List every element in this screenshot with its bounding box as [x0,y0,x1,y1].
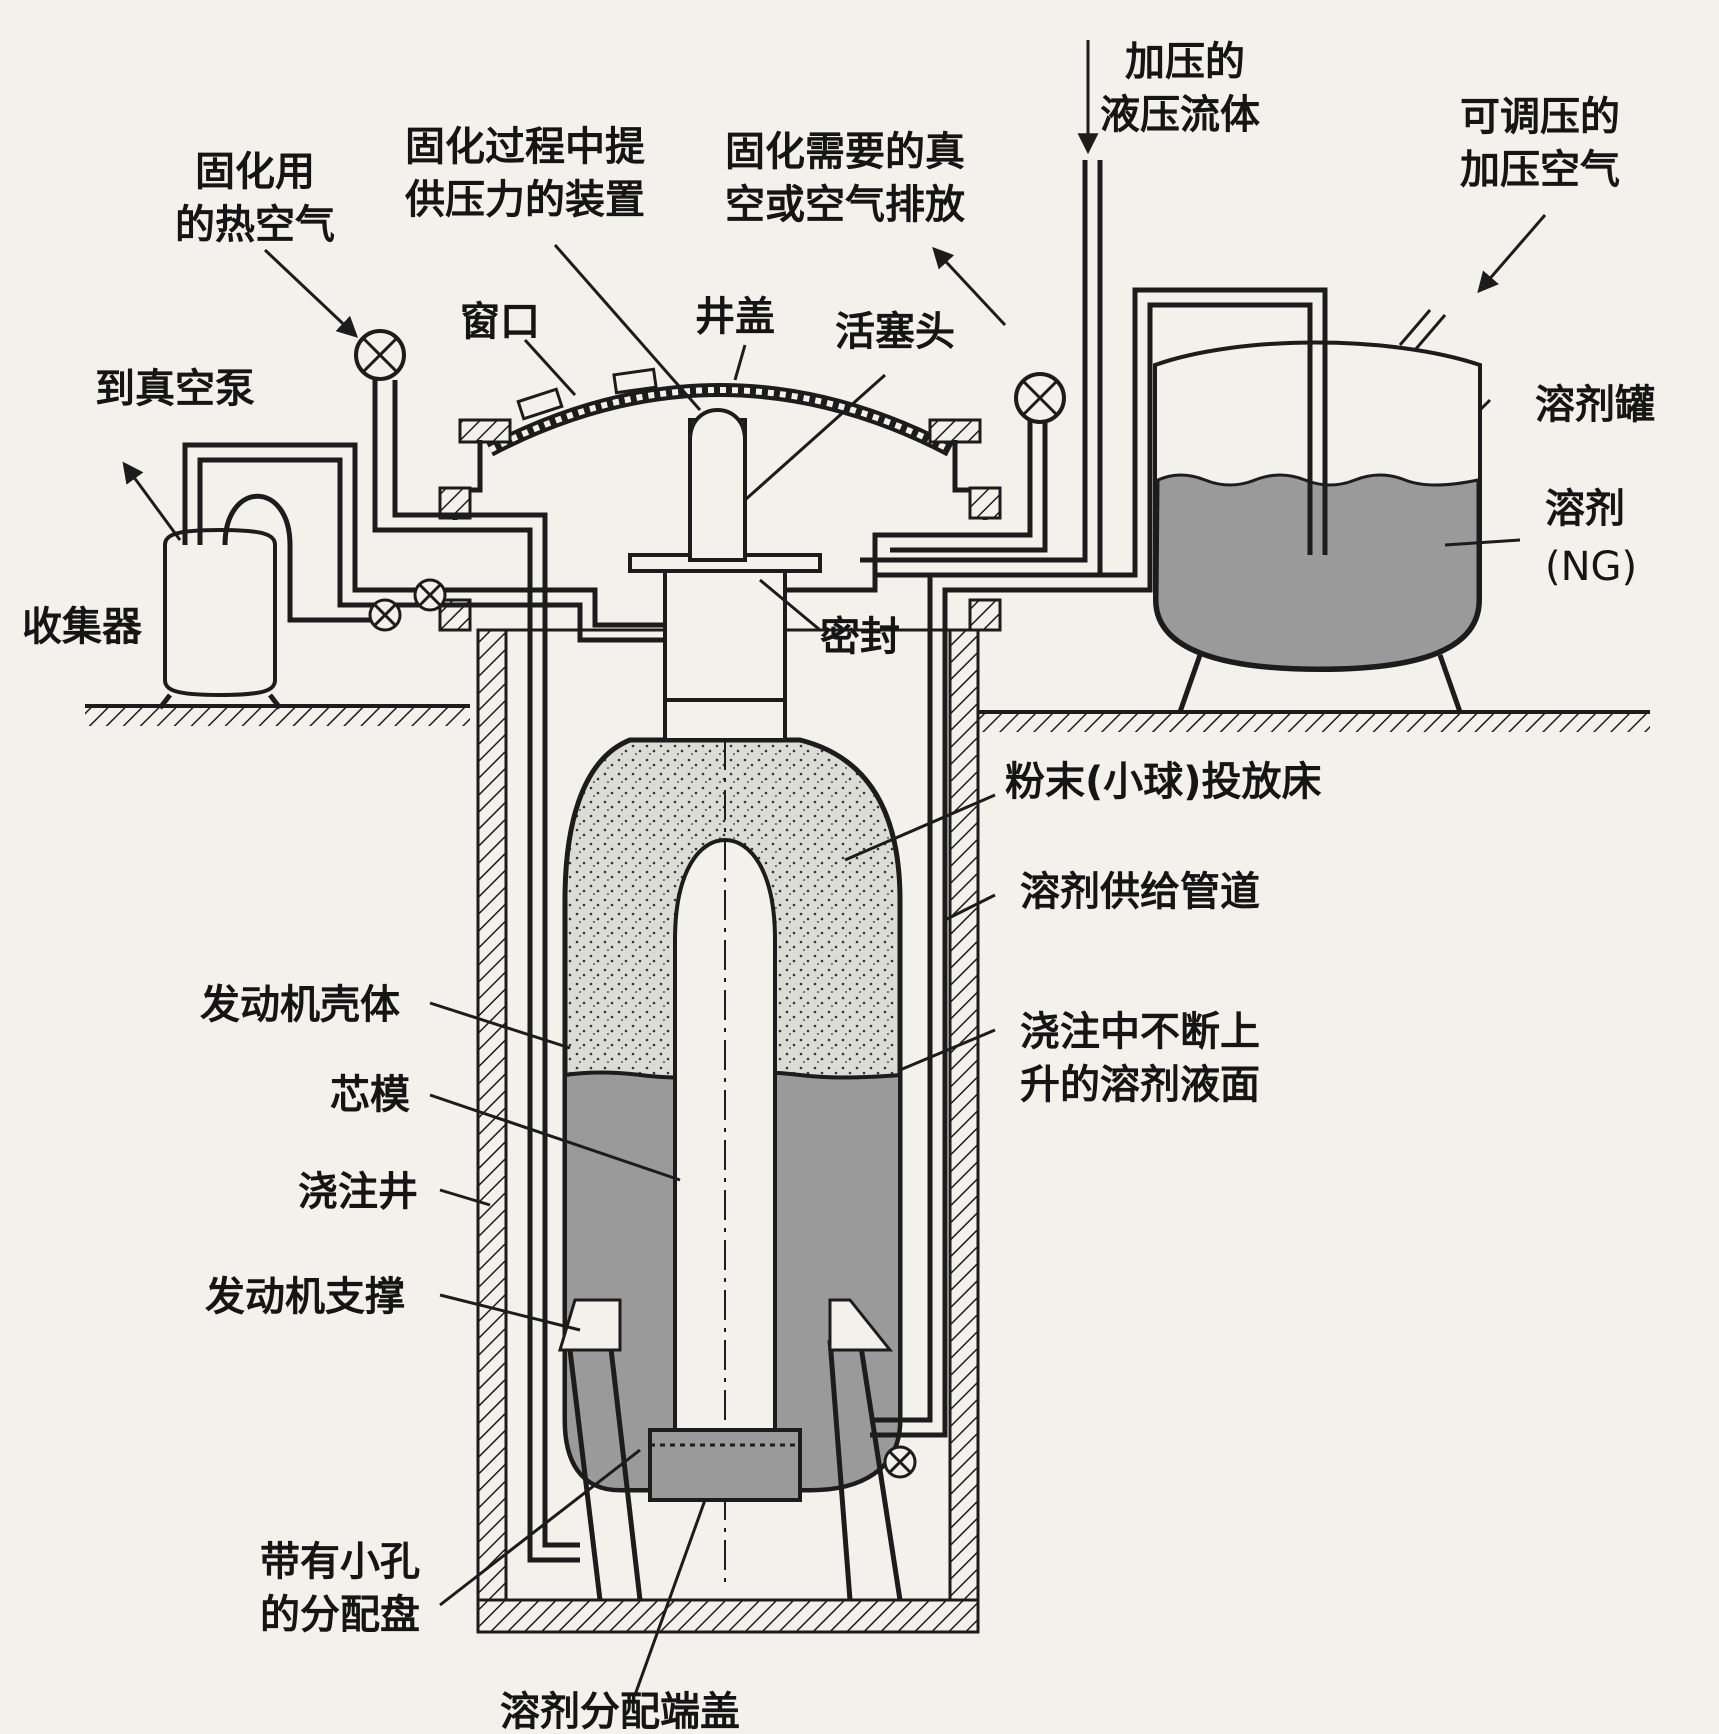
label-rising-level-2: 升的溶剂液面 [1020,1062,1260,1108]
label-solvent-supply-pipe: 溶剂供给管道 [1020,869,1260,915]
well-cover [438,383,1002,632]
label-powder-bed: 粉末(小球)投放床 [1005,759,1322,805]
label-collector: 收集器 [22,604,143,650]
label-casting-pit: 浇注井 [298,1169,418,1215]
label-pressure-device-2: 供压力的装置 [405,177,645,223]
label-distribution-plate-2: 的分配盘 [260,1592,420,1638]
flow-arrows [122,40,1547,541]
label-hydraulic-fluid-1: 加压的 [1125,39,1245,85]
valve-icon[interactable] [413,578,447,612]
label-seal: 密封 [820,614,900,660]
label-motor-support: 发动机支撑 [205,1274,405,1320]
label-solvent-ng: (NG) [1545,544,1637,590]
label-vacuum-exhaust-1: 固化需要的真 [725,129,965,175]
label-adjustable-air-1: 可调压的 [1460,94,1620,140]
label-mandrel: 芯模 [330,1072,410,1118]
label-pressure-device-1: 固化过程中提 [405,124,645,170]
label-rising-level-1: 浇注中不断上 [1020,1009,1260,1055]
label-hot-air-1: 固化用 [195,149,315,195]
ground [85,704,1650,732]
window [516,367,658,421]
label-motor-case: 发动机壳体 [200,982,400,1028]
leader-lines [429,244,1521,1696]
labels: 固化用 的热空气 固化过程中提 供压力的装置 固化需要的真 空或空气排放 加压的… [22,39,1655,1734]
valve-icon[interactable] [1014,372,1066,424]
label-window: 窗口 [460,299,540,345]
valve-icon[interactable] [883,1445,917,1479]
motor-supports [557,1298,903,1601]
valve-icon[interactable] [368,598,402,632]
solvent-tank [1153,309,1482,713]
motor-case [562,737,903,1590]
collector [158,527,282,710]
label-vacuum-exhaust-2: 空或空气排放 [725,182,965,228]
label-well-cover: 井盖 [695,294,775,340]
label-distribution-plate-1: 带有小孔 [260,1539,420,1585]
label-hydraulic-fluid-2: 液压流体 [1100,92,1260,138]
label-solvent: 溶剂 [1545,486,1625,532]
valve-icon[interactable] [354,329,406,381]
valves [354,329,1066,1479]
label-piston-head: 活塞头 [835,309,955,355]
label-distribution-end-cap: 溶剂分配端盖 [500,1689,740,1734]
label-hot-air-2: 的热空气 [175,202,335,248]
label-solvent-tank: 溶剂罐 [1535,382,1655,428]
label-adjustable-air-2: 加压空气 [1460,147,1620,193]
pipes [182,160,1328,1563]
label-to-vacuum-pump: 到真空泵 [95,366,255,412]
